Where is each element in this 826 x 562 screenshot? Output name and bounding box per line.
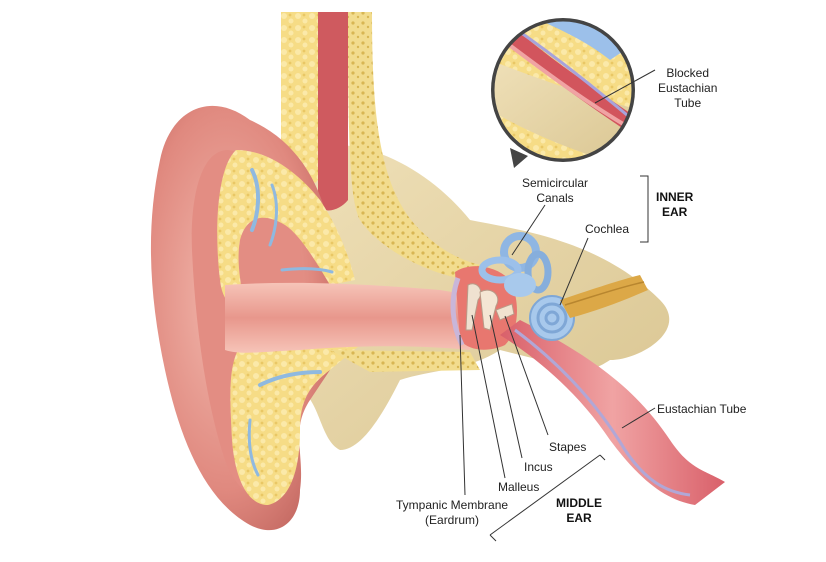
ear-canal — [225, 282, 470, 353]
label-blocked-eustachian-tube: Blocked Eustachian Tube — [658, 66, 717, 111]
auditory-nerve-strand — [564, 281, 645, 306]
leader-blocked-tube — [594, 69, 656, 104]
vessel-streak — [258, 370, 322, 387]
tympanic-membrane — [450, 277, 465, 347]
label-line: Semicircular — [522, 176, 589, 190]
cochlea — [529, 295, 575, 341]
group-line: INNER — [656, 190, 694, 204]
group-inner-ear: INNER EAR — [656, 190, 693, 220]
ear-canal-bone-floor — [330, 350, 480, 372]
label-semicircular-canals: Semicircular Canals — [522, 176, 588, 206]
leader-eustachian — [621, 407, 656, 429]
label-eustachian-tube: Eustachian Tube — [657, 402, 747, 416]
group-middle-ear: MIDDLE EAR — [556, 496, 602, 526]
scalp-cartilage — [281, 12, 318, 189]
blocked-tube-inset — [491, 18, 635, 168]
label-line: Tube — [674, 96, 702, 110]
label-tympanic-membrane: Tympanic Membrane (Eardrum) — [396, 498, 508, 528]
label-incus: Incus — [524, 460, 553, 474]
leader-malleus — [471, 314, 506, 479]
label-stapes: Stapes — [549, 440, 587, 454]
label-line: Blocked — [666, 66, 710, 80]
label-malleus: Malleus — [498, 480, 540, 494]
leader-stapes — [504, 315, 549, 436]
vessel-streak — [247, 418, 260, 477]
label-line: Tympanic Membrane — [396, 498, 509, 512]
label-line: Eustachian — [658, 81, 718, 95]
semicircular-canals — [478, 232, 552, 297]
vessel-streak — [268, 183, 278, 247]
label-line: Canals — [536, 191, 574, 205]
skull-bone-strip — [348, 12, 480, 280]
group-line: EAR — [662, 205, 688, 219]
label-line: (Eardrum) — [425, 513, 480, 527]
leader-incus — [489, 314, 523, 459]
middle-ear-bracket — [489, 454, 601, 536]
incus-bone — [479, 289, 499, 331]
temporalis-muscle — [318, 12, 348, 211]
leader-tympanic — [459, 334, 466, 496]
vessel-streak — [280, 267, 334, 274]
leader-cochlea — [559, 237, 589, 306]
eustachian-tube-lining — [514, 328, 691, 497]
group-line: MIDDLE — [556, 496, 602, 510]
stapes-bone — [495, 303, 515, 321]
label-cochlea: Cochlea — [585, 222, 630, 236]
leader-lines — [459, 69, 656, 542]
inner-ear-bracket — [640, 175, 649, 243]
vessel-streak — [250, 168, 260, 232]
inset-pointer — [510, 148, 528, 168]
leader-semicircular — [511, 204, 546, 256]
ear-cartilage-upper — [217, 150, 355, 304]
group-line: EAR — [566, 511, 592, 525]
